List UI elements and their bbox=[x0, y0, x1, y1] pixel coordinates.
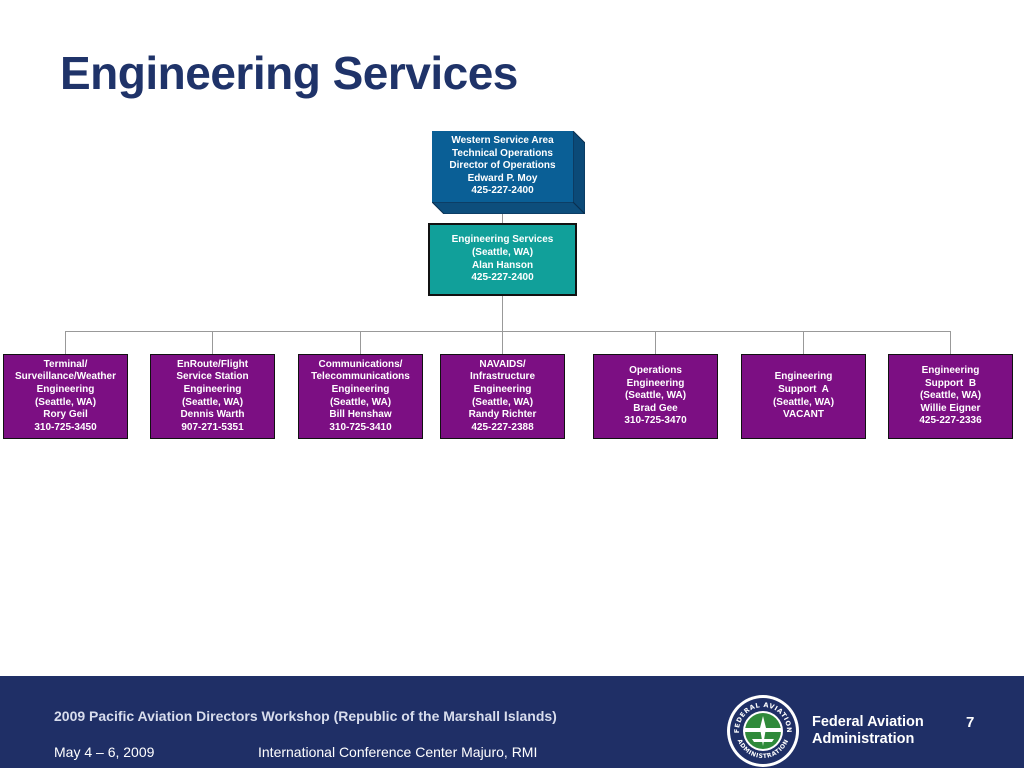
box-line: Engineering bbox=[774, 371, 833, 383]
connector-drop-3 bbox=[360, 331, 361, 354]
box-line: Western Service Area bbox=[451, 135, 554, 147]
box-line: Randy Richter bbox=[468, 409, 537, 421]
footer-band bbox=[0, 676, 1024, 768]
connector-eng-to-bus bbox=[502, 296, 503, 331]
connector-drop-2 bbox=[212, 331, 213, 354]
org-box-director: Western Service Area Technical Operation… bbox=[432, 131, 573, 202]
connector-drop-4 bbox=[502, 331, 503, 354]
box-line: Engineering bbox=[183, 383, 242, 395]
box-line: Dennis Warth bbox=[180, 409, 245, 421]
box-line: Terminal/ bbox=[43, 358, 88, 370]
box-line: (Seattle, WA) bbox=[471, 396, 534, 408]
box-line: Communications/ bbox=[318, 358, 403, 370]
box-line: 310-725-3470 bbox=[624, 415, 687, 427]
box-line: (Seattle, WA) bbox=[181, 396, 244, 408]
box-line: (Seattle, WA) bbox=[919, 390, 982, 402]
agency-name-line1: Federal Aviation bbox=[812, 714, 924, 730]
box-line: Engineering bbox=[626, 377, 685, 389]
box-line: Edward P. Moy bbox=[467, 172, 538, 184]
box-line: Alan Hanson bbox=[471, 259, 534, 271]
footer-venue: International Conference Center Majuro, … bbox=[258, 744, 538, 760]
org-box-enroute-flight: EnRoute/Flight Service Station Engineeri… bbox=[150, 354, 275, 439]
box-line: Willie Eigner bbox=[920, 402, 981, 414]
agency-name: Federal Aviation Administration bbox=[812, 714, 924, 748]
connector-drop-6 bbox=[803, 331, 804, 354]
org-box-engineering-support-a: Engineering Support A (Seattle, WA) VACA… bbox=[741, 354, 866, 439]
connector-drop-1 bbox=[65, 331, 66, 354]
box-line: 425-227-2336 bbox=[919, 415, 982, 427]
box-line: Telecommunications bbox=[311, 371, 410, 383]
slide-title: Engineering Services bbox=[60, 47, 518, 99]
connector-drop-5 bbox=[655, 331, 656, 354]
box-line: (Seattle, WA) bbox=[624, 390, 687, 402]
box-line: 425-227-2400 bbox=[471, 185, 534, 197]
box-line: Engineering bbox=[331, 383, 390, 395]
box-line: 425-227-2388 bbox=[471, 421, 534, 433]
connector-drop-7 bbox=[950, 331, 951, 354]
box-line: EnRoute/Flight bbox=[176, 358, 249, 370]
box-line: Engineering bbox=[473, 383, 532, 395]
box-line: Service Station bbox=[176, 371, 249, 383]
org-box-communications: Communications/ Telecommunications Engin… bbox=[298, 354, 423, 439]
box-line: (Seattle, WA) bbox=[329, 396, 392, 408]
box-line: Operations bbox=[629, 365, 682, 377]
footer-workshop: 2009 Pacific Aviation Directors Workshop… bbox=[54, 708, 557, 724]
box-line: Engineering Services bbox=[451, 234, 554, 246]
box-line: Engineering bbox=[36, 383, 95, 395]
page-number: 7 bbox=[966, 714, 975, 731]
box-line: VACANT bbox=[783, 409, 824, 421]
box-line: Surveillance/Weather bbox=[15, 371, 116, 383]
box-line: Director of Operations bbox=[449, 160, 556, 172]
box-line: Brad Gee bbox=[633, 402, 678, 414]
box-line: (Seattle, WA) bbox=[471, 246, 534, 258]
box-line: (Seattle, WA) bbox=[34, 396, 97, 408]
box-line: Technical Operations bbox=[452, 147, 553, 159]
box-line: Rory Geil bbox=[43, 409, 88, 421]
connector-bus bbox=[65, 331, 951, 332]
footer-date: May 4 – 6, 2009 bbox=[54, 744, 155, 760]
org-box-engineering-support-b: Engineering Support B (Seattle, WA) Will… bbox=[888, 354, 1013, 439]
org-box-operations: Operations Engineering (Seattle, WA) Bra… bbox=[593, 354, 718, 439]
org-box-engineering-services: Engineering Services (Seattle, WA) Alan … bbox=[428, 223, 577, 296]
box-line: 425-227-2400 bbox=[471, 272, 534, 284]
box-line: 310-725-3450 bbox=[34, 421, 97, 433]
box-line: Engineering bbox=[921, 365, 980, 377]
box-line: (Seattle, WA) bbox=[772, 396, 835, 408]
faa-seal-icon: FEDERAL AVIATION ADMINISTRATION bbox=[727, 695, 799, 767]
box-line: Support A bbox=[778, 383, 829, 395]
org-box-navaids: NAVAIDS/ Infrastructure Engineering (Sea… bbox=[440, 354, 565, 439]
box-line: Infrastructure bbox=[469, 371, 535, 383]
box-line: Support B bbox=[924, 377, 977, 389]
org-box-terminal-surveillance: Terminal/ Surveillance/Weather Engineeri… bbox=[3, 354, 128, 439]
agency-name-line2: Administration bbox=[812, 731, 915, 747]
box-line: Bill Henshaw bbox=[329, 409, 392, 421]
box-line: NAVAIDS/ bbox=[479, 358, 526, 370]
box-line: 310-725-3410 bbox=[329, 421, 392, 433]
box-line: 907-271-5351 bbox=[181, 421, 244, 433]
